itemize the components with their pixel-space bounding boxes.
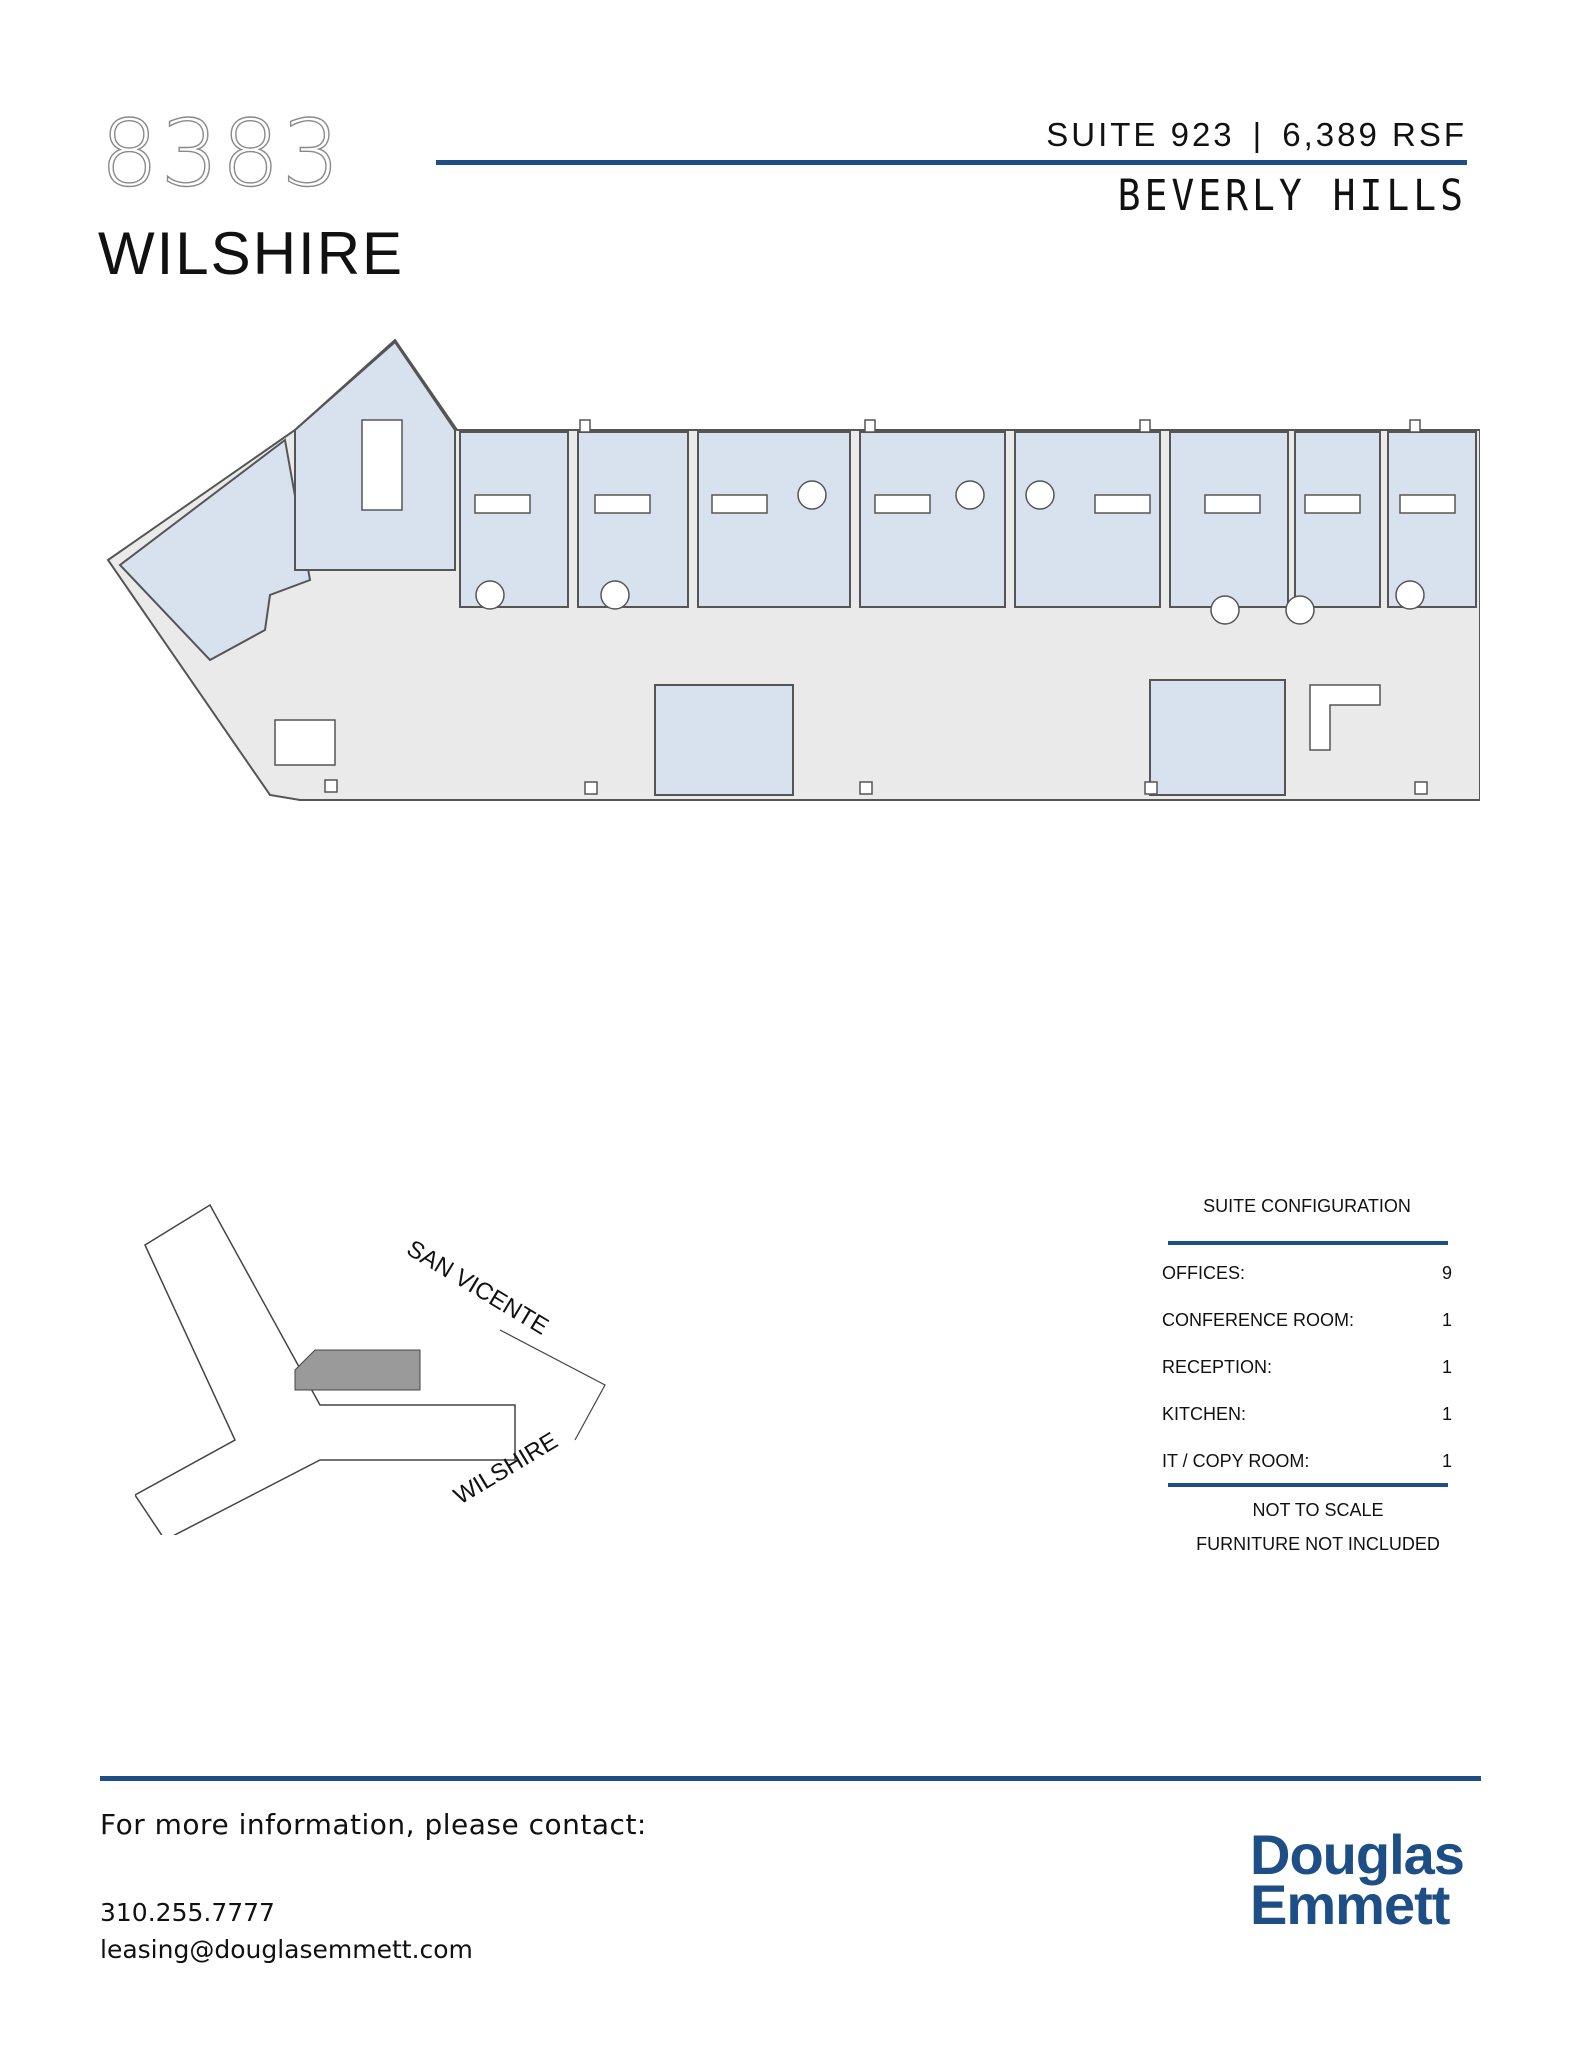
config-label: IT / COPY ROOM: — [1162, 1451, 1310, 1471]
email-link[interactable]: leasing@douglasemmett.com — [100, 1935, 473, 1964]
config-value: 1 — [1441, 1451, 1452, 1471]
key-plan: SAN VICENTE WILSHIRE — [135, 1203, 606, 1535]
suite-separator: | — [1252, 116, 1265, 153]
suite-configuration-title: SUITE CONFIGURATION — [1203, 1196, 1411, 1216]
offices-top-row — [459, 431, 1477, 608]
kitchen-counter — [1309, 684, 1381, 751]
config-label: CONFERENCE ROOM: — [1162, 1310, 1355, 1330]
config-row: OFFICES: 9 — [1162, 1263, 1452, 1310]
config-value: 1 — [1441, 1310, 1452, 1330]
suite-configuration-rows: OFFICES: 9 CONFERENCE ROOM: 1 RECEPTION:… — [1162, 1245, 1452, 1483]
key-plan-building — [135, 1203, 516, 1535]
bottom-rooms — [654, 679, 1286, 796]
suite-area: 6,389 RSF — [1282, 116, 1467, 153]
config-label: OFFICES: — [1162, 1263, 1246, 1283]
suite-configuration-rule-bottom — [1168, 1483, 1448, 1487]
room-lounge — [118, 438, 312, 662]
conference-table — [361, 419, 403, 511]
config-value: 9 — [1441, 1263, 1452, 1283]
window-marks — [324, 419, 1428, 795]
config-label: RECEPTION: — [1162, 1357, 1273, 1377]
office-desks — [474, 494, 1456, 514]
config-row: KITCHEN: 1 — [1162, 1404, 1452, 1451]
round-tables — [475, 480, 1425, 625]
street-san-vicente: SAN VICENTE — [402, 1235, 553, 1341]
city-name: BEVERLY HILLS — [1117, 170, 1467, 220]
config-row: CONFERENCE ROOM: 1 — [1162, 1310, 1452, 1357]
config-row: RECEPTION: 1 — [1162, 1357, 1452, 1404]
config-value: 1 — [1441, 1357, 1452, 1377]
phone-link[interactable]: 310.255.7777 — [100, 1898, 275, 1927]
key-plan-suite-highlight — [294, 1349, 421, 1391]
building-number: 8383 — [99, 100, 343, 207]
douglas-emmett-logo: Douglas Emmett — [1250, 1823, 1480, 1936]
suite-info: SUITE 923 | 6,389 RSF — [1046, 116, 1467, 154]
config-row: IT / COPY ROOM: 1 — [1162, 1451, 1452, 1477]
header-rule — [436, 160, 1467, 165]
floor-plan — [106, 338, 1480, 801]
note-not-to-scale: NOT TO SCALE — [1252, 1500, 1384, 1520]
config-label: KITCHEN: — [1162, 1404, 1247, 1424]
building-name: WILSHIRE — [98, 220, 405, 287]
footer-rule — [100, 1776, 1481, 1781]
key-plan-arrow — [499, 1329, 606, 1441]
config-value: 1 — [1441, 1404, 1452, 1424]
logo-line-2: Emmett — [1250, 1873, 1450, 1936]
contact-heading: For more information, please contact: — [100, 1808, 647, 1841]
note-furniture: FURNITURE NOT INCLUDED — [1196, 1534, 1440, 1554]
logo-line-1: Douglas — [1250, 1823, 1465, 1886]
suite-configuration-rule-top — [1168, 1241, 1448, 1245]
suite-configuration: SUITE CONFIGURATION OFFICES: 9 CONFERENC… — [1162, 1196, 1452, 1561]
suite-number: SUITE 923 — [1046, 116, 1235, 153]
reception-desk — [274, 719, 336, 766]
